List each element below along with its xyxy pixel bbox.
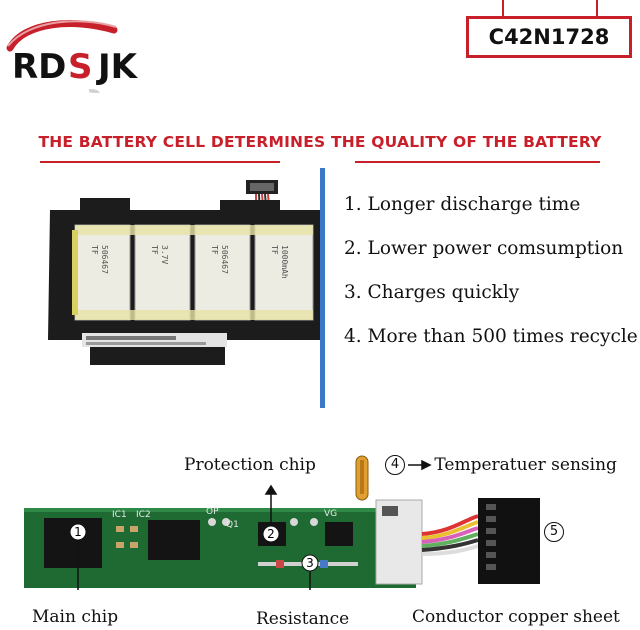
model-connector (596, 0, 598, 16)
cell-print: TF (270, 245, 279, 255)
marker-2: 2 (267, 527, 275, 541)
cell-print: 3.7V (160, 245, 169, 264)
feature-item: 4. More than 500 times recycle (344, 326, 638, 347)
marker-1: 1 (74, 525, 82, 539)
label-temperature-sensing: 4 Temperatuer sensing (385, 455, 617, 475)
svg-text:S: S (68, 47, 93, 87)
model-number: C42N1728 (466, 16, 632, 58)
cell-print: TF (150, 245, 159, 255)
label-conductor-copper-sheet: Conductor copper sheet (412, 607, 620, 627)
headline-underline (40, 161, 280, 163)
feature-item: 2. Lower power comsumption (344, 238, 624, 259)
protection-board-illustration: IC1 IC2 OP Q1 VG 1 2 3 (24, 455, 540, 590)
headline: THE BATTERY CELL DETERMINES THE QUALITY … (38, 133, 602, 151)
feature-item: 1. Longer discharge time (344, 194, 581, 215)
cell-print: TF (210, 245, 219, 255)
label-protection-chip: Protection chip (184, 455, 316, 475)
marker-5-badge: 5 (544, 522, 564, 542)
marker-3: 3 (306, 556, 314, 570)
label-main-chip: Main chip (32, 607, 119, 627)
marker-5: 5 (544, 522, 564, 542)
svg-text:JK: JK (96, 47, 139, 87)
model-connector (502, 0, 504, 16)
logo-text: RD (12, 47, 66, 87)
battery-pack-illustration: TF 506467 TF 3.7V TF 506467 TF 1000mAh (48, 180, 320, 365)
board-label: IC2 (136, 510, 151, 520)
marker-4: 4 (385, 455, 405, 475)
board-label: IC1 (112, 510, 127, 520)
cell-print: 1000mAh (280, 245, 289, 279)
board-label: Q1 (226, 520, 239, 530)
board-label: VG (324, 509, 337, 519)
board-label: OP (206, 507, 219, 517)
cell-print: 506467 (220, 245, 229, 274)
cell-print: TF (90, 245, 99, 255)
divider-bar (320, 168, 325, 408)
headline-underline (355, 161, 600, 163)
label-resistance: Resistance (256, 609, 350, 629)
feature-item: 3. Charges quickly (344, 282, 520, 303)
cell-print: 506467 (100, 245, 109, 274)
